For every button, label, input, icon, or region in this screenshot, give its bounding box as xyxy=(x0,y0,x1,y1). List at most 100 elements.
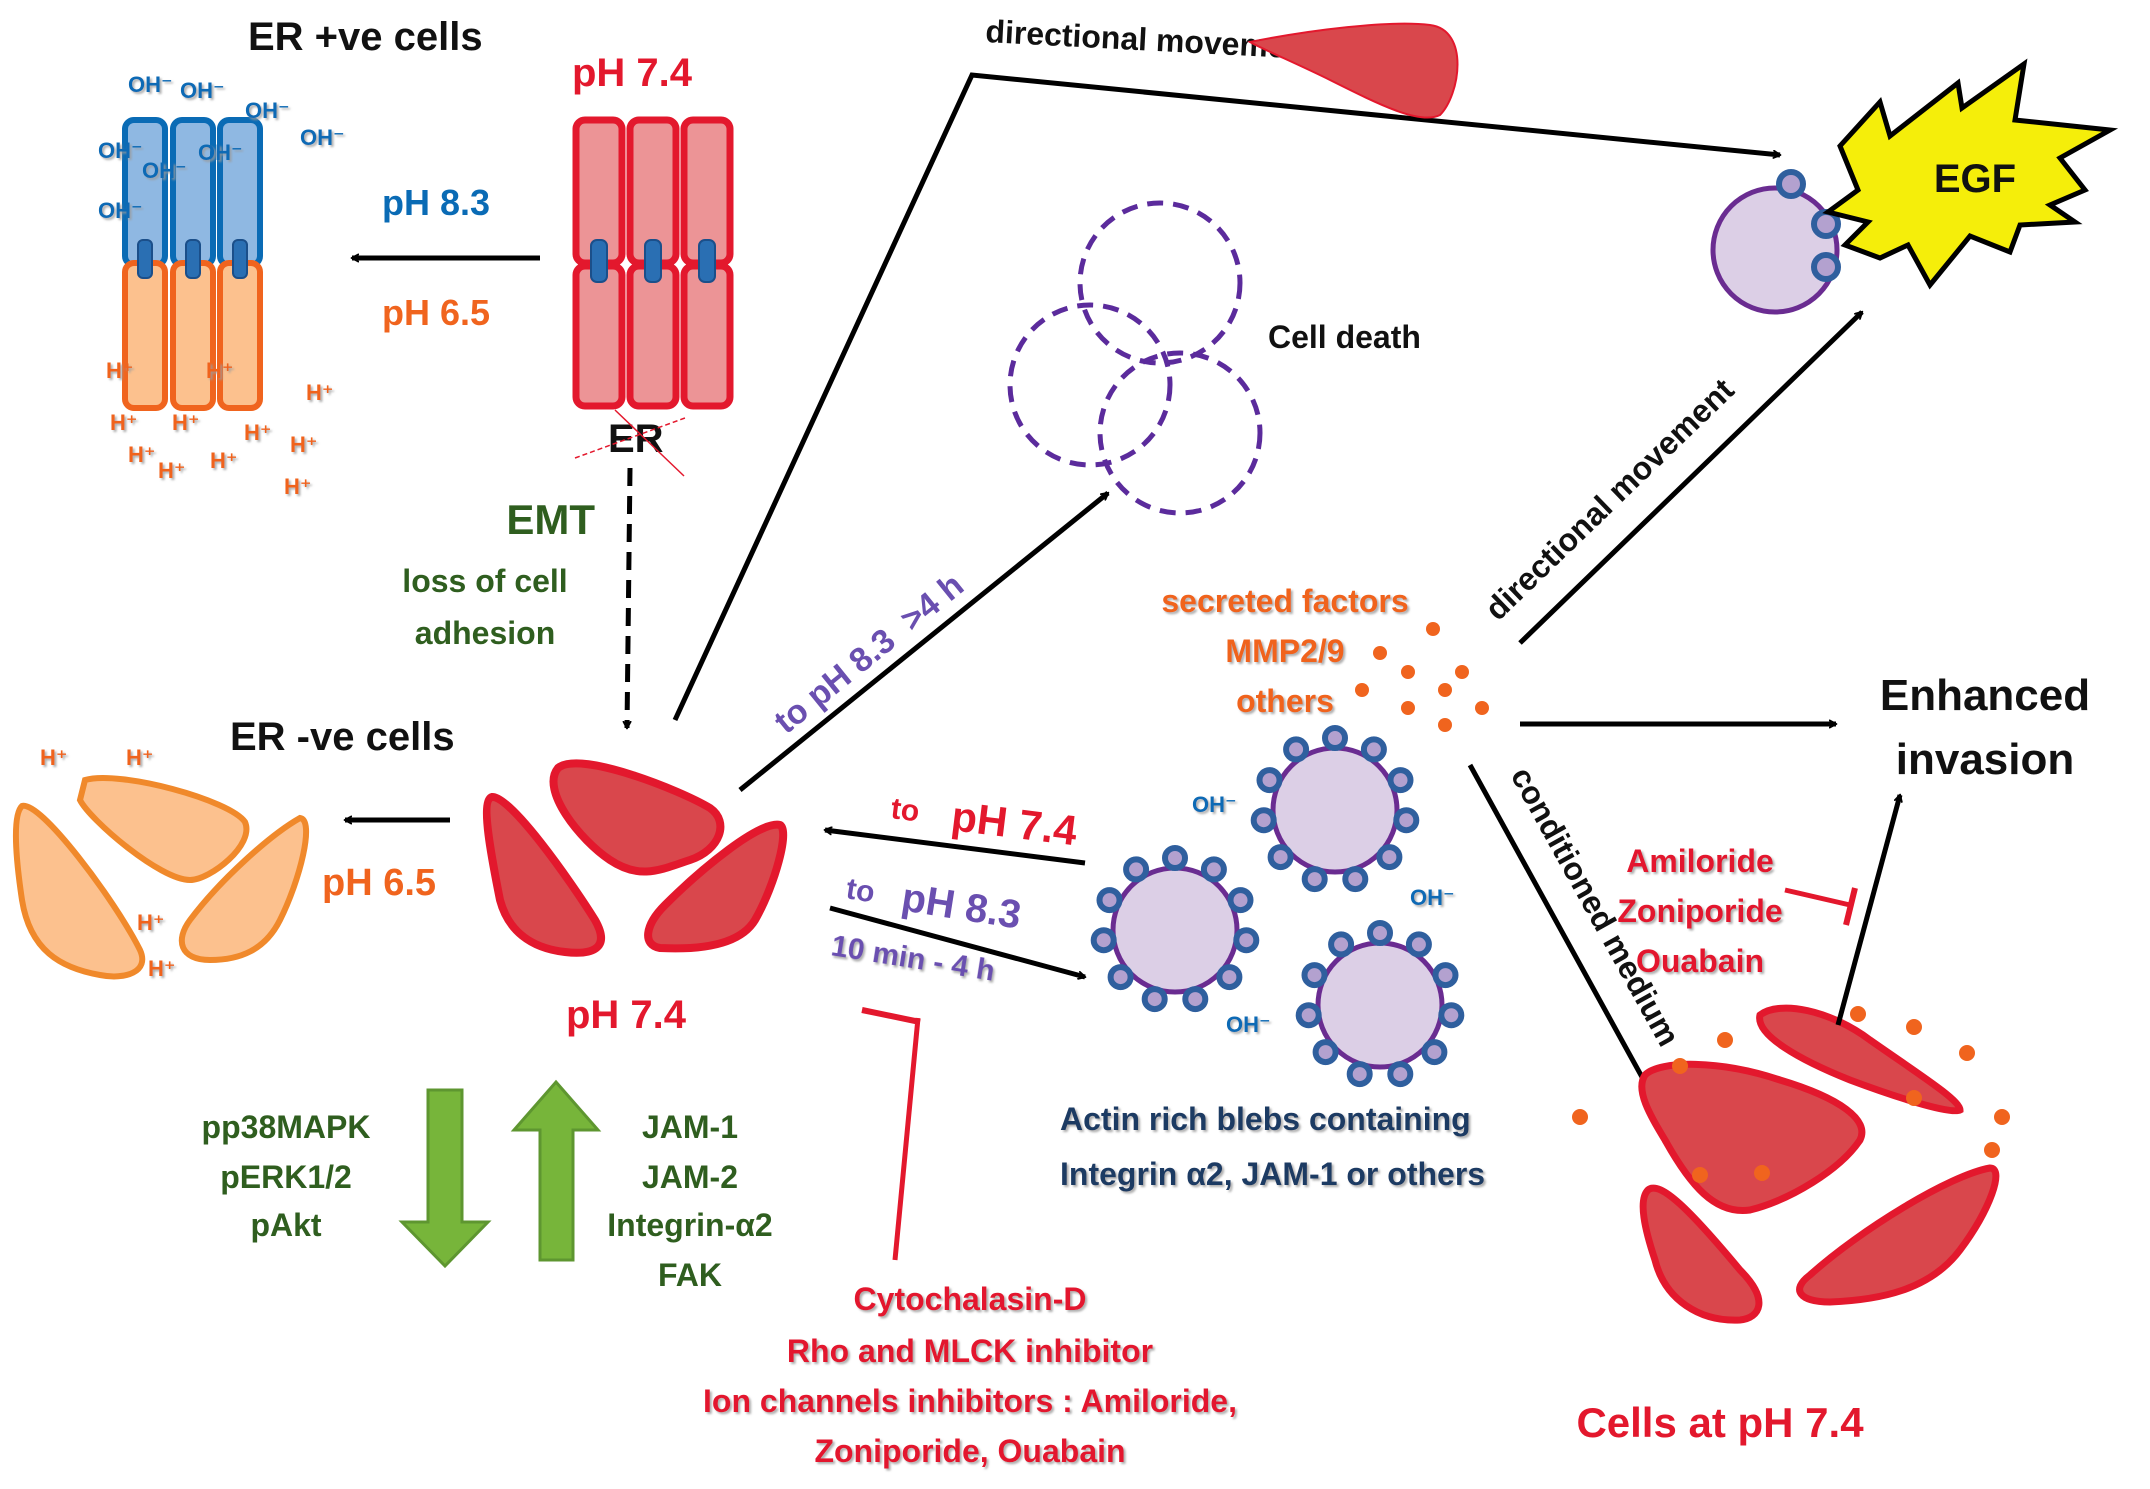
cell-death-condition: to pH 8.3 >4 h xyxy=(767,566,971,741)
bleb-bud xyxy=(1107,964,1134,991)
ph-high-label: pH 8.3 xyxy=(382,182,490,223)
tight-junction xyxy=(698,239,716,283)
bleb-bud xyxy=(1141,986,1168,1013)
inhibition-stem xyxy=(1784,887,1851,908)
bleb-bud xyxy=(1346,1061,1373,1088)
ion-label: OH⁻ xyxy=(98,198,143,223)
ion-label: H⁺ xyxy=(137,910,165,935)
inhibitor-item: Zoniporide xyxy=(1617,893,1782,929)
signal-item: JAM-2 xyxy=(642,1159,738,1195)
secreted-dot xyxy=(1959,1045,1975,1061)
migrating-bleb-cell xyxy=(1710,185,1840,315)
bleb-bud xyxy=(1312,1039,1339,1066)
right-path-group: directional movement xyxy=(1478,310,1864,645)
er-negative-group: ER -ve cells H⁺ H⁺ H⁺ H⁺ pH 6.5 pH 7.4 xyxy=(12,715,788,1037)
tight-junction xyxy=(137,239,153,279)
bleb-bud xyxy=(1200,856,1227,883)
ion-label: OH⁻ xyxy=(1226,1012,1271,1037)
ion-label: H⁺ xyxy=(244,420,272,445)
ion-label: OH⁻ xyxy=(180,78,225,103)
up-regulated-list: JAM-1 JAM-2 Integrin-α2 FAK xyxy=(607,1109,772,1293)
secreted-dot xyxy=(1401,665,1415,679)
ion-label: OH⁻ xyxy=(98,138,143,163)
secreted-list: secreted factors MMP2/9 others xyxy=(1161,583,1408,719)
emt-line2: adhesion xyxy=(415,615,555,651)
bleb-caption-line2: Integrin α2, JAM-1 or others xyxy=(1060,1156,1485,1192)
ion-label: H⁺ xyxy=(210,448,238,473)
er-positive-title: ER +ve cells xyxy=(248,15,483,59)
inhibitor-list-right: Amiloride Zoniporide Ouabain xyxy=(1617,843,1782,979)
secreted-dot xyxy=(1475,701,1489,715)
egf-label: EGF xyxy=(1934,157,2016,201)
inhibitor-item: Ouabain xyxy=(1636,943,1764,979)
blebbing-cells-group: OH⁻ OH⁻ OH⁻ Actin rich blebs containing … xyxy=(1060,725,1485,1192)
emt-title: EMT xyxy=(506,496,595,543)
inhibitor-item: Amiloride xyxy=(1626,843,1774,879)
egf-starburst-icon xyxy=(1822,58,2119,290)
bleb-bud xyxy=(1301,962,1328,989)
bleb-bud xyxy=(1301,866,1328,893)
ion-label: H⁺ xyxy=(206,358,234,383)
secreted-dot xyxy=(1438,718,1452,732)
arrow-recipient-to-invasion xyxy=(1835,793,1903,1026)
bleb-bud xyxy=(1405,931,1432,958)
acidic-cell xyxy=(178,814,310,964)
er-negative-ph-label: pH 6.5 xyxy=(322,862,436,904)
acidic-cells xyxy=(12,775,310,980)
tight-junction xyxy=(232,239,248,279)
neutral-cell xyxy=(626,262,680,410)
tight-junction xyxy=(185,239,201,279)
arrow-to-egf xyxy=(1518,310,1864,645)
forward-label-prefix: to xyxy=(844,872,877,909)
acidic-cell xyxy=(12,802,146,980)
bleb-bud xyxy=(1267,844,1294,871)
central-cell xyxy=(549,759,725,876)
bleb-bud xyxy=(1387,1061,1414,1088)
central-ph-label: pH 7.4 xyxy=(566,993,687,1037)
egf-group: EGF xyxy=(1710,58,2119,315)
neutral-cell xyxy=(572,262,626,410)
cell-basal xyxy=(170,260,216,411)
up-arrow-icon xyxy=(510,1079,602,1262)
ph-neutral-label: pH 7.4 xyxy=(572,51,693,95)
bleb-bud xyxy=(1256,767,1283,794)
bleb-bud xyxy=(1376,844,1403,871)
er-strike xyxy=(614,409,685,477)
secreted-dot xyxy=(1401,701,1415,715)
recipient-cell xyxy=(1639,1184,1763,1324)
inhibition-bar xyxy=(861,1007,921,1025)
back-label-ph: pH 7.4 xyxy=(949,792,1080,854)
er-strike xyxy=(574,417,686,459)
bleb-bud xyxy=(1182,986,1209,1013)
bleb-caption-line1: Actin rich blebs containing xyxy=(1060,1101,1471,1137)
top-path-group: directional movement xyxy=(672,13,1782,722)
er-label: ER xyxy=(608,417,664,461)
bleb-bud xyxy=(1283,736,1310,763)
ion-label: OH⁻ xyxy=(1192,792,1237,817)
secreted-dot xyxy=(1906,1019,1922,1035)
dead-cell xyxy=(1007,302,1173,468)
ion-label: OH⁻ xyxy=(142,158,187,183)
secreted-dot xyxy=(1994,1109,2010,1125)
inhibitor-item: Rho and MLCK inhibitor xyxy=(787,1333,1153,1369)
bleb-bud xyxy=(1421,1039,1448,1066)
duration-label: 10 min - 4 h xyxy=(829,929,997,987)
invasion-group: Enhanced invasion xyxy=(1520,671,2090,784)
hydroxide-ions: OH⁻ OH⁻ OH⁻ OH⁻ OH⁻ OH⁻ OH⁻ OH⁻ xyxy=(98,72,345,223)
inhibition-bar xyxy=(1843,887,1858,926)
hydroxide-ions: OH⁻ OH⁻ OH⁻ xyxy=(1192,792,1455,1037)
signal-item: FAK xyxy=(658,1257,722,1293)
bleb-bud xyxy=(1776,169,1806,199)
emt-line1: loss of cell xyxy=(402,563,567,599)
bleb-bud xyxy=(1367,920,1393,946)
inhibitor-item: Cytochalasin-D xyxy=(854,1281,1087,1317)
arrow-back-to-neutral xyxy=(823,826,1086,866)
acidic-cell xyxy=(76,775,250,884)
inhibitor-list-bottom: Cytochalasin-D Rho and MLCK inhibitor Io… xyxy=(703,1281,1237,1469)
ion-label: H⁺ xyxy=(172,410,200,435)
bleb-bud xyxy=(1387,767,1414,794)
migrating-cell xyxy=(1247,22,1459,119)
arrow-to-blebs xyxy=(829,905,1087,980)
invasion-line1: Enhanced xyxy=(1880,671,2090,720)
